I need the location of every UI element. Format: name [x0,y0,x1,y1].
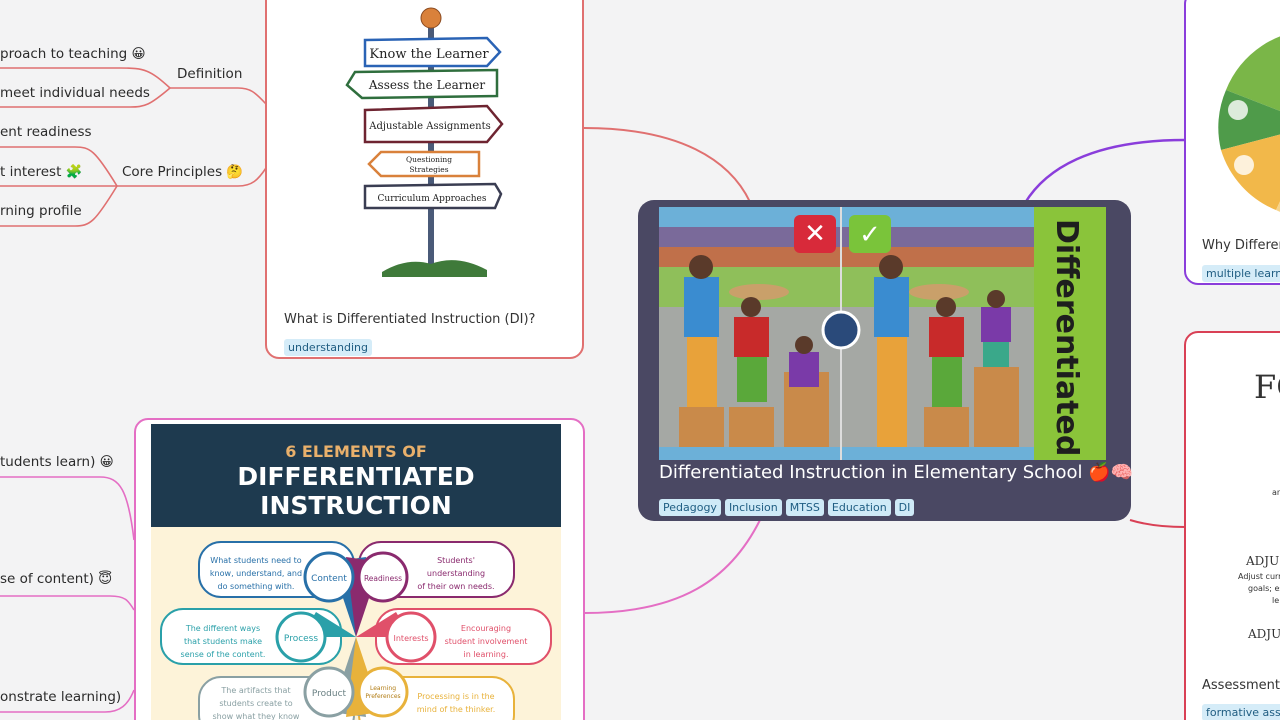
svg-text:Learning: Learning [370,685,396,692]
svg-text:Students': Students' [437,556,475,565]
svg-text:The artifacts that: The artifacts that [220,686,290,695]
assessment-image: FO Plan and en ADJUS Adjust curr goals; … [1216,353,1280,677]
svg-text:do something with.: do something with. [218,582,295,591]
node-individual-label[interactable]: meet individual needs [0,85,150,101]
sign-assess-text: Assess the Learner [368,78,485,92]
svg-text:goals; es: goals; es [1248,584,1280,593]
elements-body: Content Process Product Readiness Intere… [151,527,561,720]
elements-header: 6 ELEMENTS OF DIFFERENTIATED INSTRUCTION [151,424,561,527]
node-profile-label[interactable]: rning profile [0,203,82,219]
node-demonstrate-label[interactable]: onstrate learning) [0,689,122,705]
node-core-principles-label[interactable]: Core Principles 🤔 [122,164,244,180]
element-content-name: Content [311,574,347,584]
svg-text:What students need to: What students need to [210,556,302,565]
svg-text:le: le [1272,596,1279,605]
svg-text:Adjust curr: Adjust curr [1238,572,1280,581]
central-image: ✕ ✓ Differentiated Instruction [659,207,1106,460]
elements-heading-small: 6 ELEMENTS OF [285,442,427,461]
tag-di[interactable]: DI [894,499,915,516]
elements-heading-big-2: INSTRUCTION [260,491,452,520]
tag-education[interactable]: Education [827,499,891,516]
node-sense-label[interactable]: se of content) 😇 [0,571,113,587]
link-def-individual [0,87,171,108]
sign-question-text: Questioning [406,155,452,164]
node-readiness-label[interactable]: ent readiness [0,124,92,140]
node-approach-label[interactable]: proach to teaching 😀 [0,46,146,62]
svg-text:and en: and en [1272,488,1280,497]
link-core-readiness [0,146,118,187]
svg-text:Strategies: Strategies [409,165,448,174]
svg-text:students create to: students create to [219,699,292,708]
link-core-profile [0,185,118,227]
tag-mtss[interactable]: MTSS [785,499,824,516]
sign-adjust-text: Adjustable Assignments [368,121,491,132]
svg-text:ADJUS: ADJUS [1247,627,1280,641]
node-how-learn-label[interactable]: tudents learn) 😀 [0,454,114,470]
link-el-learn [0,476,135,541]
link-def-approach [0,67,171,89]
card-what-is-di[interactable]: Know the Learner Assess the Learner Adju… [265,0,584,359]
tag-pedagogy[interactable]: Pedagogy [659,499,721,516]
svg-text:Encouraging: Encouraging [461,624,511,633]
tag-formative-assess[interactable]: formative assess [1202,704,1280,720]
card-six-elements[interactable]: 6 ELEMENTS OF DIFFERENTIATED INSTRUCTION [134,418,585,720]
element-process-name: Process [284,634,318,644]
link-di-core [117,167,267,187]
tag-inclusion[interactable]: Inclusion [724,499,782,516]
svg-text:sense of the content.: sense of the content. [181,650,266,659]
svg-text:FO: FO [1254,368,1280,406]
central-image-text: Differentiated Instruction [1049,219,1084,460]
svg-text:Preferences: Preferences [365,693,400,700]
element-readiness-name: Readiness [364,574,402,583]
signpost-image: Know the Learner Assess the Learner Adju… [317,2,537,282]
cross-icon: ✕ [804,219,826,249]
svg-text:know, understand, and: know, understand, and [210,569,302,578]
link-di-definition [170,87,267,105]
card-assessment[interactable]: FO Plan and en ADJUS Adjust curr goals; … [1184,331,1280,720]
element-product-name: Product [312,689,347,699]
card-why-title: Why Different [1202,238,1280,253]
link-el-demo [0,689,135,713]
svg-text:ADJUS: ADJUS [1245,554,1280,568]
link-central-elements [583,519,761,614]
central-node[interactable]: ✕ ✓ Differentiated Instruction Different… [638,200,1134,521]
elements-heading-big-1: DIFFERENTIATED [237,462,475,491]
multiple-intelligence-wheel [1216,30,1280,224]
svg-text:in learning.: in learning. [463,650,508,659]
link-el-sense [0,595,135,611]
check-icon: ✓ [859,220,881,250]
svg-text:mind of the thinker.: mind of the thinker. [417,705,496,714]
link-central-di [583,127,751,203]
sign-know-text: Know the Learner [369,47,489,62]
svg-text:understanding: understanding [427,569,485,578]
node-interest-label[interactable]: t interest 🧩 [0,164,83,180]
node-definition-label[interactable]: Definition [177,66,243,82]
element-interests-name: Interests [394,634,429,643]
tag-multiple-learner[interactable]: multiple learner [1202,265,1280,282]
svg-text:that students make: that students make [184,637,262,646]
link-central-why [1023,138,1186,204]
card-di-title: What is Differentiated Instruction (DI)? [284,312,536,327]
svg-text:The different ways: The different ways [185,624,260,633]
sign-curriculum-text: Curriculum Approaches [378,194,487,204]
svg-text:Processing is in the: Processing is in the [417,692,494,701]
tag-understanding[interactable]: understanding [284,339,372,356]
link-central-assess [1129,519,1186,528]
central-title: Differentiated Instruction in Elementary… [659,462,1134,483]
card-assess-title: Assessment f [1202,678,1280,693]
svg-text:student involvement: student involvement [445,637,528,646]
svg-text:show what they know: show what they know [213,712,300,720]
svg-text:of their own needs.: of their own needs. [417,582,494,591]
card-why-different[interactable]: Why Different multiple learner [1184,0,1280,285]
